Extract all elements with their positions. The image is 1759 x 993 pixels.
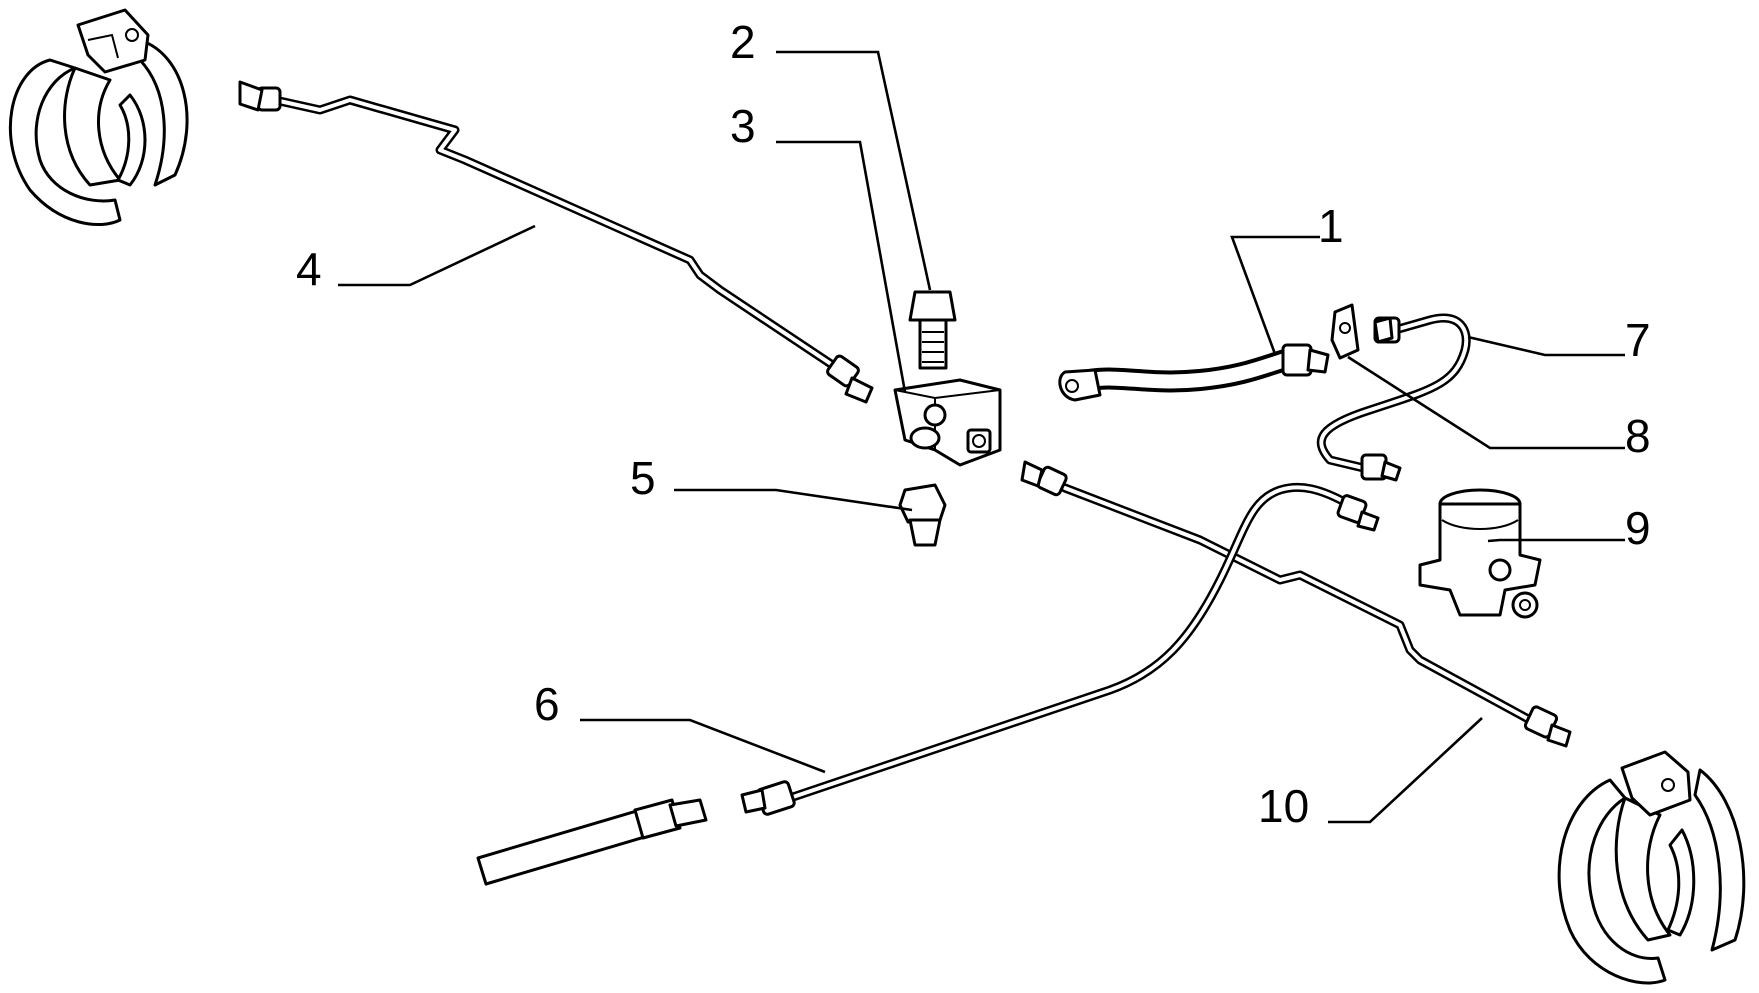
- flex-hose-1: [1058, 343, 1330, 402]
- callout-10: 10: [1258, 780, 1309, 832]
- hose-end: [476, 798, 708, 886]
- callout-5: 5: [630, 452, 656, 504]
- callout-7: 7: [1625, 314, 1651, 366]
- bolt-2: [908, 290, 957, 370]
- callout-6: 6: [534, 678, 560, 730]
- callout-8: 8: [1625, 410, 1651, 462]
- leader-lines: [338, 50, 1625, 824]
- leader-5: [674, 488, 913, 512]
- leader-10: [1328, 717, 1483, 824]
- leader-6: [580, 718, 826, 774]
- junction-block-3: [893, 378, 1002, 467]
- callout-3: 3: [730, 100, 756, 152]
- clip-8: [1330, 303, 1360, 360]
- pipe-10: [1020, 460, 1572, 748]
- callout-9: 9: [1625, 502, 1651, 554]
- callout-numbers: 1 2 3 4 5 6 7 8 9 10: [296, 16, 1651, 832]
- leader-8: [1347, 355, 1625, 450]
- pipe-4: [238, 80, 874, 404]
- leader-2: [776, 50, 932, 291]
- brake-shoe-left: [8, 8, 189, 227]
- brake-regulator-9: [1418, 488, 1542, 619]
- callout-1: 1: [1318, 200, 1344, 252]
- pipe-7: [1316, 313, 1471, 482]
- leader-9: [1487, 538, 1625, 543]
- brake-shoe-right: [1557, 750, 1746, 985]
- leader-3: [776, 140, 907, 393]
- leader-7: [1467, 335, 1625, 357]
- leader-1: [1230, 235, 1320, 355]
- pipe-6: [740, 482, 1380, 816]
- callout-2: 2: [730, 16, 756, 68]
- callout-4: 4: [296, 243, 322, 295]
- plug-5: [898, 483, 947, 547]
- leader-4: [338, 224, 536, 287]
